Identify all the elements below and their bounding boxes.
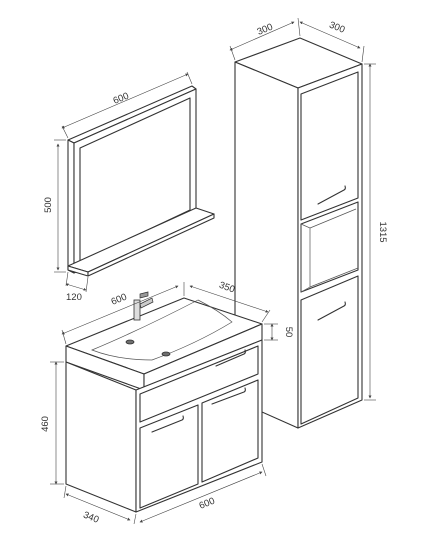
tall-cabinet-dimensions: 300 300 1315 bbox=[229, 17, 388, 401]
vanity-depth-label: 340 bbox=[82, 510, 101, 526]
vanity bbox=[65, 291, 263, 513]
sink-width-label: 600 bbox=[110, 292, 129, 308]
tall-width-label: 300 bbox=[256, 22, 275, 38]
vanity-height-label: 460 bbox=[40, 416, 51, 432]
vanity-width-label: 600 bbox=[198, 496, 217, 512]
sink-top-height-label: 50 bbox=[283, 327, 294, 338]
sink-depth-label: 350 bbox=[218, 280, 237, 296]
mirror-height-label: 500 bbox=[43, 197, 54, 213]
mirror bbox=[67, 85, 215, 277]
tall-cabinet bbox=[234, 37, 363, 429]
mirror-width-label: 600 bbox=[112, 91, 131, 107]
tall-depth-label: 300 bbox=[328, 20, 347, 36]
tall-height-label: 1315 bbox=[377, 221, 388, 242]
shelf-depth-label: 120 bbox=[66, 292, 82, 303]
